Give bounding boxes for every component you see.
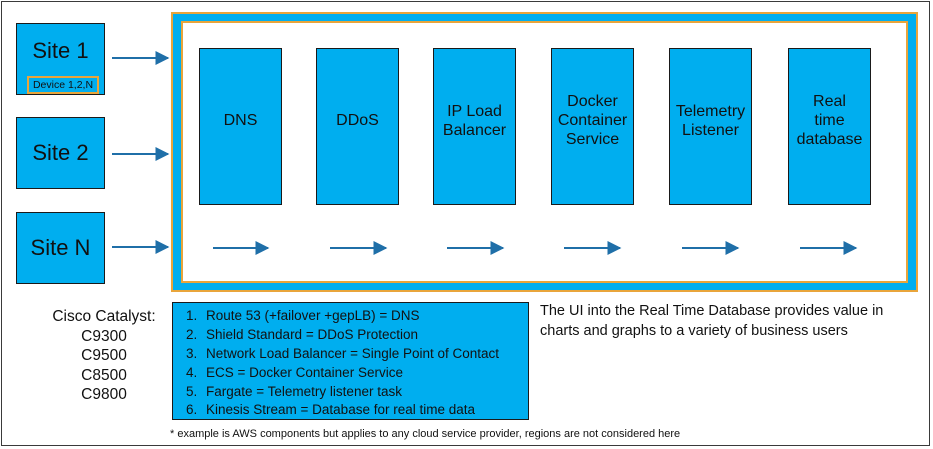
service-dns: DNS bbox=[199, 48, 282, 205]
catalyst-model: C9500 bbox=[81, 347, 127, 364]
service-docker-label-line1: Docker bbox=[567, 93, 618, 110]
legend-item: 5.Fargate = Telemetry listener task bbox=[186, 383, 402, 399]
service-docker-label-line2: Container bbox=[557, 112, 628, 129]
site-n-box: Site N bbox=[16, 212, 105, 284]
site-2-label: Site 2 bbox=[32, 140, 89, 165]
site-2-box: Site 2 bbox=[16, 117, 105, 189]
service-ip-load-balancer: IP Load Balancer bbox=[433, 48, 516, 205]
service-lb-label-line2: Balancer bbox=[442, 121, 507, 139]
catalyst-model: C8500 bbox=[81, 366, 127, 384]
legend-item: 2.Shield Standard = DDoS Protection bbox=[186, 326, 418, 342]
cisco-catalyst-list: Cisco Catalyst: C9300 C9500 C8500 C9800 bbox=[44, 307, 164, 405]
ui-info-text: The UI into the Real Time Database provi… bbox=[540, 303, 884, 339]
service-lb-label-line1: IP Load bbox=[447, 102, 502, 120]
service-ddos-label: DDoS bbox=[336, 112, 379, 129]
catalyst-title: Cisco Catalyst: bbox=[52, 308, 156, 325]
service-docker-container: Docker Container Service bbox=[551, 48, 634, 205]
service-telemetry-label-line1: Telemetry bbox=[675, 102, 746, 120]
service-ddos: DDoS bbox=[316, 48, 399, 205]
site-1-label: Site 1 bbox=[32, 38, 89, 63]
device-label: Device 1,2,N bbox=[27, 76, 99, 94]
service-telemetry-listener: Telemetry Listener bbox=[669, 48, 752, 205]
service-telemetry-label-line2: Listener bbox=[682, 121, 739, 139]
legend-item: 6.Kinesis Stream = Database for real tim… bbox=[186, 402, 476, 418]
service-dns-label: DNS bbox=[223, 112, 258, 129]
cloud-container-inner bbox=[181, 21, 908, 283]
catalyst-model: C9300 bbox=[81, 327, 127, 345]
service-real-time-database: Real time database bbox=[788, 48, 871, 205]
service-db-label-line1: Real time bbox=[813, 93, 846, 129]
legend-item: 3.Network Load Balancer = Single Point o… bbox=[186, 345, 500, 361]
service-db-label-line2: database bbox=[796, 131, 863, 148]
legend-item: 1.Route 53 (+failover +gepLB) = DNS bbox=[186, 308, 420, 323]
catalyst-model: C9800 bbox=[81, 386, 127, 403]
footnote: * example is AWS components but applies … bbox=[170, 428, 681, 440]
aws-components-legend: 1.Route 53 (+failover +gepLB) = DNS 2.Sh… bbox=[172, 302, 529, 420]
legend-item: 4.ECS = Docker Container Service bbox=[186, 364, 403, 380]
service-docker-label-line3: Service bbox=[565, 131, 620, 148]
site-n-label: Site N bbox=[30, 235, 91, 260]
site-1-box: Site 1 Device 1,2,N bbox=[16, 23, 105, 95]
